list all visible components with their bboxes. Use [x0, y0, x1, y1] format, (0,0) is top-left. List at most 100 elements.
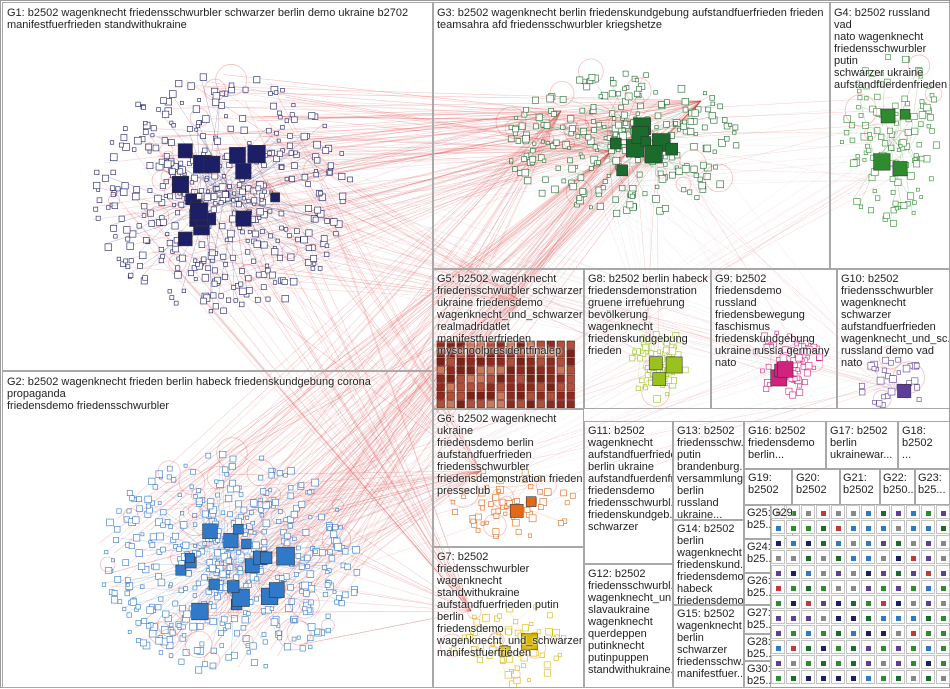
small-group-cell	[936, 625, 950, 639]
small-group-node	[881, 526, 886, 531]
small-group-node	[866, 571, 871, 576]
small-group-node	[881, 571, 886, 576]
small-group-node	[896, 616, 901, 621]
small-group-node	[821, 586, 826, 591]
small-group-node	[836, 571, 841, 576]
small-group-cell	[816, 655, 830, 669]
small-group-node	[881, 601, 886, 606]
small-group-node	[941, 616, 946, 621]
small-group-cell	[861, 670, 875, 684]
small-group-cell	[876, 625, 890, 639]
small-group-cell	[861, 550, 875, 564]
small-group-cell	[846, 580, 860, 594]
small-group-node	[821, 541, 826, 546]
small-group-node	[851, 541, 856, 546]
group-box-g18	[898, 421, 950, 469]
small-group-cell	[936, 610, 950, 624]
small-group-cell	[921, 610, 935, 624]
small-group-node	[881, 541, 886, 546]
small-group-node	[866, 676, 871, 681]
small-group-node	[791, 616, 796, 621]
group-box-g19	[744, 469, 792, 505]
small-group-cell	[831, 580, 845, 594]
small-group-node	[926, 676, 931, 681]
small-group-node	[821, 631, 826, 636]
small-group-node	[866, 601, 871, 606]
small-group-cell	[876, 655, 890, 669]
group-box-g4	[830, 2, 950, 269]
small-group-cell	[891, 670, 905, 684]
small-group-node	[866, 616, 871, 621]
small-group-cell	[861, 640, 875, 654]
small-group-cell	[921, 505, 935, 519]
small-group-cell	[816, 550, 830, 564]
small-group-node	[836, 631, 841, 636]
small-group-cell	[816, 595, 830, 609]
small-group-node	[836, 646, 841, 651]
small-group-cell	[906, 655, 920, 669]
group-box-g8	[584, 269, 711, 409]
small-group-node	[896, 601, 901, 606]
small-group-cell	[831, 655, 845, 669]
small-group-node	[851, 676, 856, 681]
small-group-cell	[771, 535, 785, 549]
group-box-g12	[584, 564, 673, 688]
small-group-node	[791, 661, 796, 666]
small-group-node	[911, 541, 916, 546]
small-group-cell	[846, 550, 860, 564]
small-group-cell	[891, 580, 905, 594]
small-group-cell	[816, 610, 830, 624]
small-group-cell	[816, 640, 830, 654]
small-group-cell	[891, 640, 905, 654]
small-group-cell	[786, 655, 800, 669]
small-group-node	[821, 571, 826, 576]
small-group-cell	[786, 505, 800, 519]
small-group-node	[806, 676, 811, 681]
small-group-node	[896, 661, 901, 666]
small-group-node	[791, 511, 796, 516]
small-group-cell	[921, 565, 935, 579]
small-group-cell	[876, 640, 890, 654]
small-group-cell	[876, 550, 890, 564]
small-group-cell	[861, 535, 875, 549]
small-group-node	[806, 526, 811, 531]
group-box-g23	[915, 469, 950, 505]
small-group-cell	[801, 565, 815, 579]
small-group-node	[911, 661, 916, 666]
small-group-cell	[801, 595, 815, 609]
group-box-g17	[826, 421, 898, 469]
small-group-cell	[831, 595, 845, 609]
small-group-node	[821, 511, 826, 516]
small-group-cell	[846, 595, 860, 609]
small-group-cell	[786, 535, 800, 549]
small-group-node	[791, 541, 796, 546]
group-box-g28	[744, 634, 771, 661]
small-group-cell	[831, 565, 845, 579]
small-group-node	[896, 571, 901, 576]
small-group-cell	[786, 520, 800, 534]
small-group-node	[896, 676, 901, 681]
small-group-cell	[786, 610, 800, 624]
small-group-cell	[831, 625, 845, 639]
group-box-g15	[673, 605, 744, 688]
small-group-node	[806, 601, 811, 606]
small-group-cell	[786, 565, 800, 579]
group-box-g3	[433, 2, 830, 269]
small-group-node	[866, 586, 871, 591]
small-group-cell	[801, 625, 815, 639]
small-group-cell	[771, 505, 785, 519]
small-group-node	[806, 511, 811, 516]
small-group-cell	[846, 670, 860, 684]
small-group-node	[791, 676, 796, 681]
small-group-cell	[936, 505, 950, 519]
small-group-cell	[786, 595, 800, 609]
small-group-cell	[936, 655, 950, 669]
small-group-cell	[906, 535, 920, 549]
small-group-node	[776, 601, 781, 606]
small-group-cell	[846, 565, 860, 579]
small-group-cell	[936, 670, 950, 684]
small-group-node	[776, 646, 781, 651]
small-group-cell	[921, 580, 935, 594]
small-group-node	[926, 661, 931, 666]
small-group-cell	[921, 670, 935, 684]
